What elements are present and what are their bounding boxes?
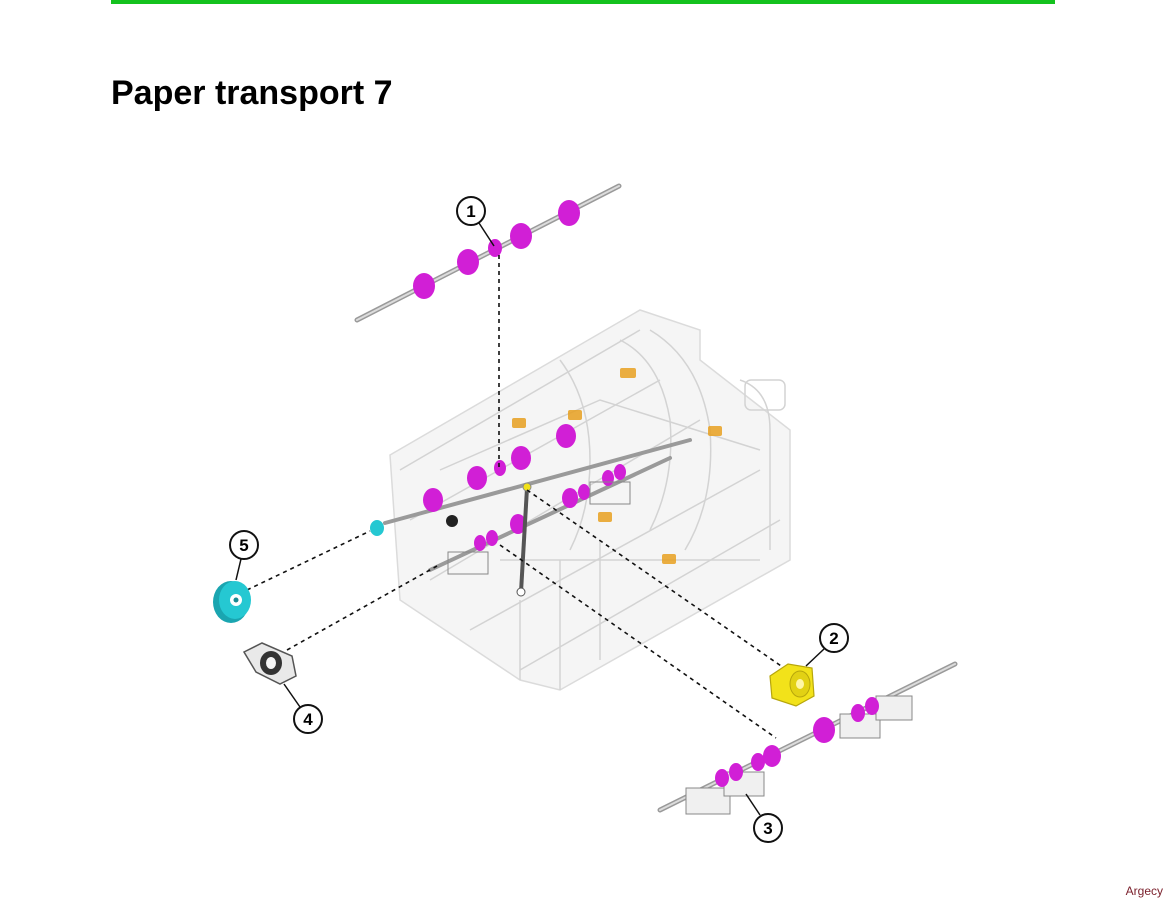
callout-2-pointer — [805, 648, 825, 667]
assembled-roller-shaft-lower — [428, 456, 672, 575]
gear — [213, 581, 251, 623]
top-accent-rule — [111, 0, 1055, 4]
callout-4: 4 — [293, 704, 323, 734]
callout-4-pointer — [283, 683, 301, 708]
roller-shaft-top — [354, 183, 622, 323]
watermark: Argecy — [1125, 884, 1163, 898]
bearing-bracket — [242, 642, 297, 685]
callout-3-pointer — [745, 793, 761, 816]
link-rod — [516, 482, 532, 597]
frame-hole — [446, 515, 458, 527]
assembled-roller-shaft-upper — [370, 424, 692, 536]
clutch — [769, 663, 815, 707]
callout-4-label: 4 — [303, 710, 313, 729]
callout-5-label: 5 — [239, 536, 248, 555]
callout-1-label: 1 — [466, 202, 475, 221]
roller-shaft-bottom — [657, 661, 958, 815]
callout-5-pointer — [235, 558, 242, 581]
callout-5: 5 — [229, 530, 259, 560]
callout-3: 3 — [753, 813, 783, 843]
callout-1: 1 — [456, 196, 486, 226]
callout-1-pointer — [478, 222, 495, 247]
frame-inner-parts — [512, 368, 722, 564]
page-title: Paper transport 7 — [111, 74, 393, 112]
callout-3-label: 3 — [763, 819, 772, 838]
callout-2-label: 2 — [829, 629, 838, 648]
callout-2: 2 — [819, 623, 849, 653]
leader-lines — [246, 255, 785, 739]
